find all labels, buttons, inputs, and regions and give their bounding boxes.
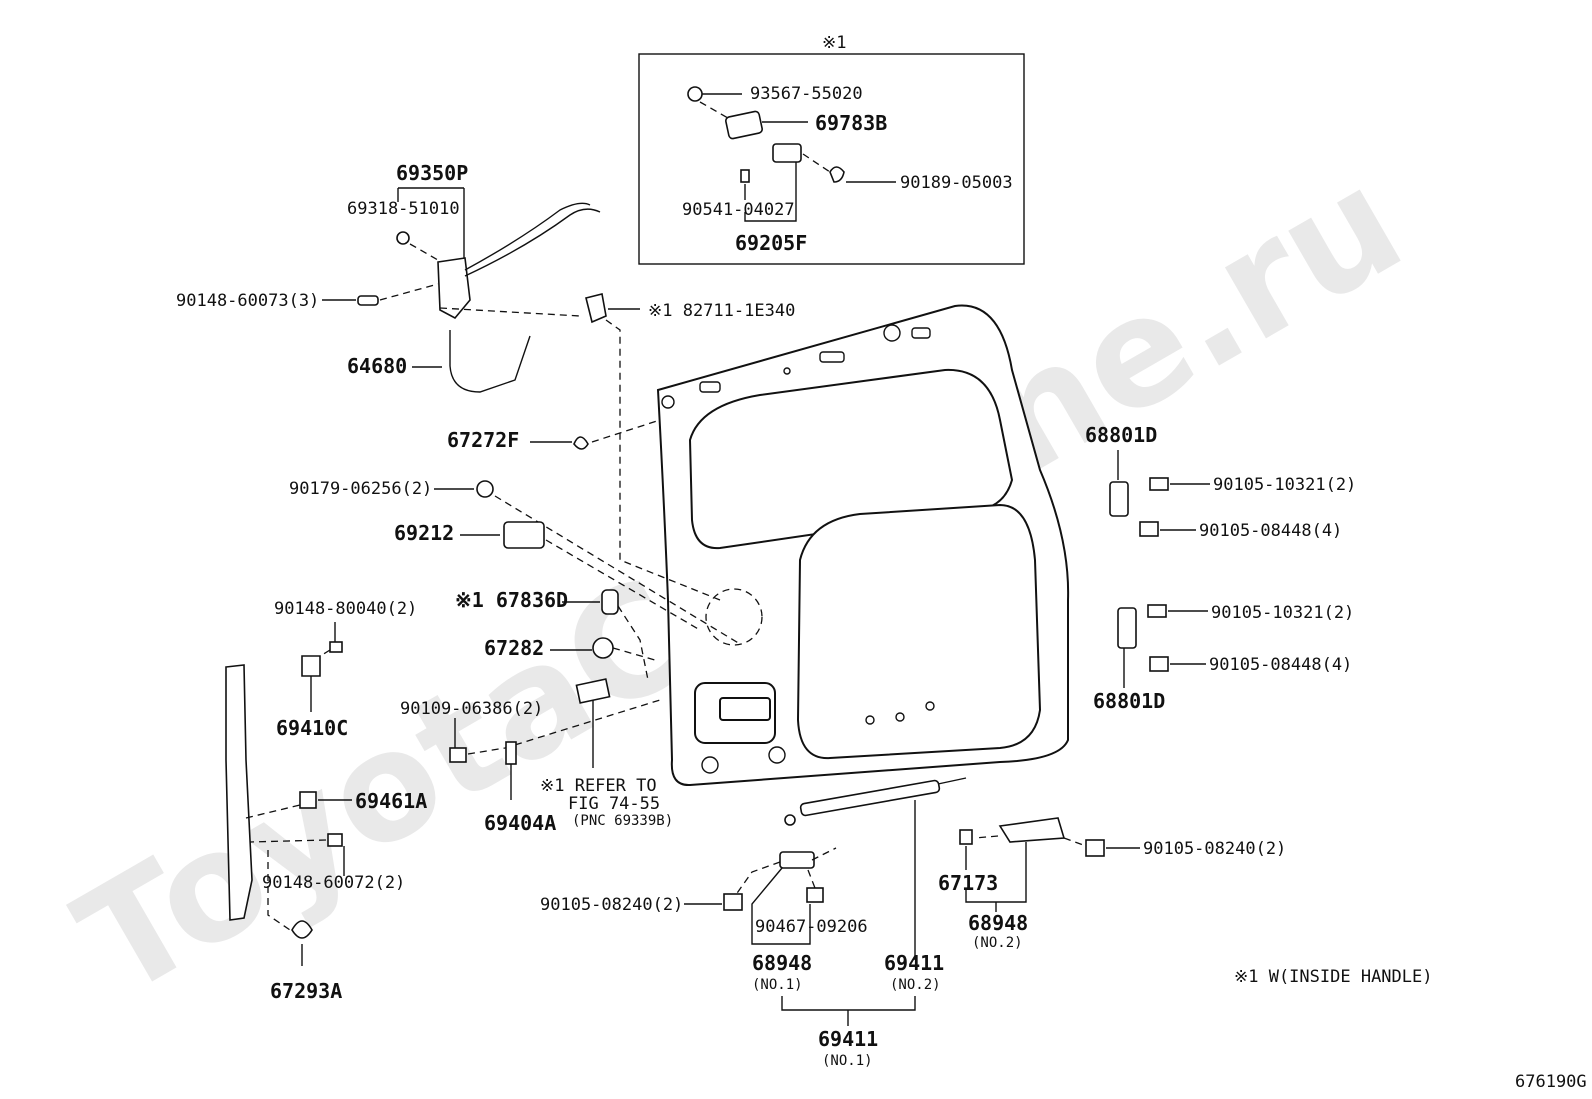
figure-code: 676190G xyxy=(1515,1072,1587,1092)
pillar-trim-icon xyxy=(225,664,253,921)
label-pnc: (PNC 69339B) xyxy=(572,813,673,829)
lock-assembly: 69350P 69318-51010 90148-60073(3) ※1 827… xyxy=(176,161,795,601)
label-68801D-lower: 68801D xyxy=(1093,689,1165,713)
label-90105-08240-right: 90105-08240(2) xyxy=(1143,839,1286,859)
clip-icon xyxy=(829,166,845,183)
clip-icon-2 xyxy=(299,791,317,809)
label-69350P: 69350P xyxy=(396,161,468,185)
pillar-parts: 69461A 90148-60072(2) 67293A xyxy=(225,664,427,1003)
striker-icon xyxy=(301,655,321,677)
bolt-icon xyxy=(357,295,379,306)
label-69318-51010: 69318-51010 xyxy=(347,199,460,219)
bezel-icon xyxy=(725,110,763,140)
bracket-icon-left xyxy=(779,851,815,869)
bolt-icon-5 xyxy=(1147,604,1167,618)
bolt-icon-7 xyxy=(723,893,743,911)
label-68948-right-no: (NO.2) xyxy=(972,935,1023,951)
hinge-icon-lower xyxy=(1117,607,1137,649)
label-69212: 69212 xyxy=(394,521,454,545)
label-90467-09206: 90467-09206 xyxy=(755,917,868,937)
label-90105-08240-left: 90105-08240(2) xyxy=(540,895,683,915)
cushion-icon xyxy=(592,637,614,659)
bolt-icon-3 xyxy=(1149,477,1169,491)
screw-icon xyxy=(687,86,703,102)
label-67272F: 67272F xyxy=(447,428,519,452)
pad-icon xyxy=(601,589,619,615)
hinge-icon-upper xyxy=(1109,481,1129,517)
label-90109-06386: 90109-06386(2) xyxy=(400,699,543,719)
label-69410C: 69410C xyxy=(276,716,348,740)
bolt-icon-6 xyxy=(1149,656,1169,672)
label-90179-06256: 90179-06256(2) xyxy=(289,479,432,499)
bracket-icon-right xyxy=(998,817,1066,843)
bolt-icon-2 xyxy=(449,747,467,763)
label-90105-08448-lower: 90105-08448(4) xyxy=(1209,655,1352,675)
inset-label-90541: 90541-04027 xyxy=(682,200,795,220)
label-64680: 64680 xyxy=(347,354,407,378)
stopper-icon xyxy=(573,436,589,450)
inset-frame xyxy=(638,53,1025,265)
inset-box: ※1 93567-55020 69783B 90189-05003 90541-… xyxy=(638,33,1025,265)
clip-icon-3 xyxy=(806,887,824,903)
label-68948-right: 68948 xyxy=(968,911,1028,935)
label-fig: FIG 74-55 xyxy=(568,794,660,814)
nut-icon xyxy=(476,480,494,498)
label-82711-1E340: ※1 82711-1E340 xyxy=(648,301,795,321)
label-90105-10321-upper: 90105-10321(2) xyxy=(1213,475,1356,495)
label-90105-08448-upper: 90105-08448(4) xyxy=(1199,521,1342,541)
label-90148-80040: 90148-80040(2) xyxy=(274,599,417,619)
switch-icon xyxy=(585,293,607,324)
label-90148-60073: 90148-60073(3) xyxy=(176,291,319,311)
label-67293A: 67293A xyxy=(270,979,342,1003)
outside-handle-icon xyxy=(503,521,545,549)
damper-icon xyxy=(799,779,941,817)
label-90105-10321-lower: 90105-10321(2) xyxy=(1211,603,1354,623)
label-refer-to: ※1 REFER TO xyxy=(540,776,657,796)
cushion-icon-2 xyxy=(291,920,313,939)
small-screw-icon xyxy=(740,169,750,183)
inset-label-90189: 90189-05003 xyxy=(900,173,1013,193)
label-68948-left-no: (NO.1) xyxy=(752,977,803,993)
lock-icon xyxy=(437,257,471,320)
strut-parts: 90105-08240(2) 90467-09206 68948 (NO.1) … xyxy=(540,777,1286,1069)
note-inside-handle: ※1 W(INSIDE HANDLE) xyxy=(1234,967,1432,987)
label-69411-no1-text: (NO.1) xyxy=(822,1053,873,1069)
label-68801D-upper: 68801D xyxy=(1085,423,1157,447)
label-69411-no2: 69411 xyxy=(884,951,944,975)
label-67282: 67282 xyxy=(484,636,544,660)
inset-label-93567: 93567-55020 xyxy=(750,84,863,104)
inset-label-69783B: 69783B xyxy=(815,111,887,135)
label-69411-no2-text: (NO.2) xyxy=(890,977,941,993)
label-69461A: 69461A xyxy=(355,789,427,813)
screw-icon-2 xyxy=(329,641,343,653)
back-door-panel xyxy=(656,304,1070,787)
bolt-icon-9 xyxy=(1085,839,1105,857)
hinge-parts: 68801D 90105-10321(2) 90105-08448(4) 901… xyxy=(1085,423,1356,713)
bolt-icon-8 xyxy=(959,829,973,845)
handle-icon xyxy=(772,143,802,163)
label-69404A: 69404A xyxy=(484,811,556,835)
label-67836D: ※1 67836D xyxy=(455,588,568,612)
screw-icon-3 xyxy=(327,833,343,847)
inset-title: ※1 xyxy=(822,33,846,53)
cable-icon xyxy=(449,330,531,393)
label-90148-60072: 90148-60072(2) xyxy=(262,873,405,893)
label-68948-left: 68948 xyxy=(752,951,812,975)
label-67173: 67173 xyxy=(938,871,998,895)
striker-icon-2 xyxy=(505,741,517,765)
left-parts: 67272F 90179-06256(2) 69212 ※1 67836D 90… xyxy=(274,419,741,835)
bolt-icon-4 xyxy=(1139,521,1159,537)
washer-icon xyxy=(396,231,410,245)
plate-icon xyxy=(575,678,611,704)
label-69411-no1: 69411 xyxy=(818,1027,878,1051)
inset-label-69205F: 69205F xyxy=(735,231,807,255)
